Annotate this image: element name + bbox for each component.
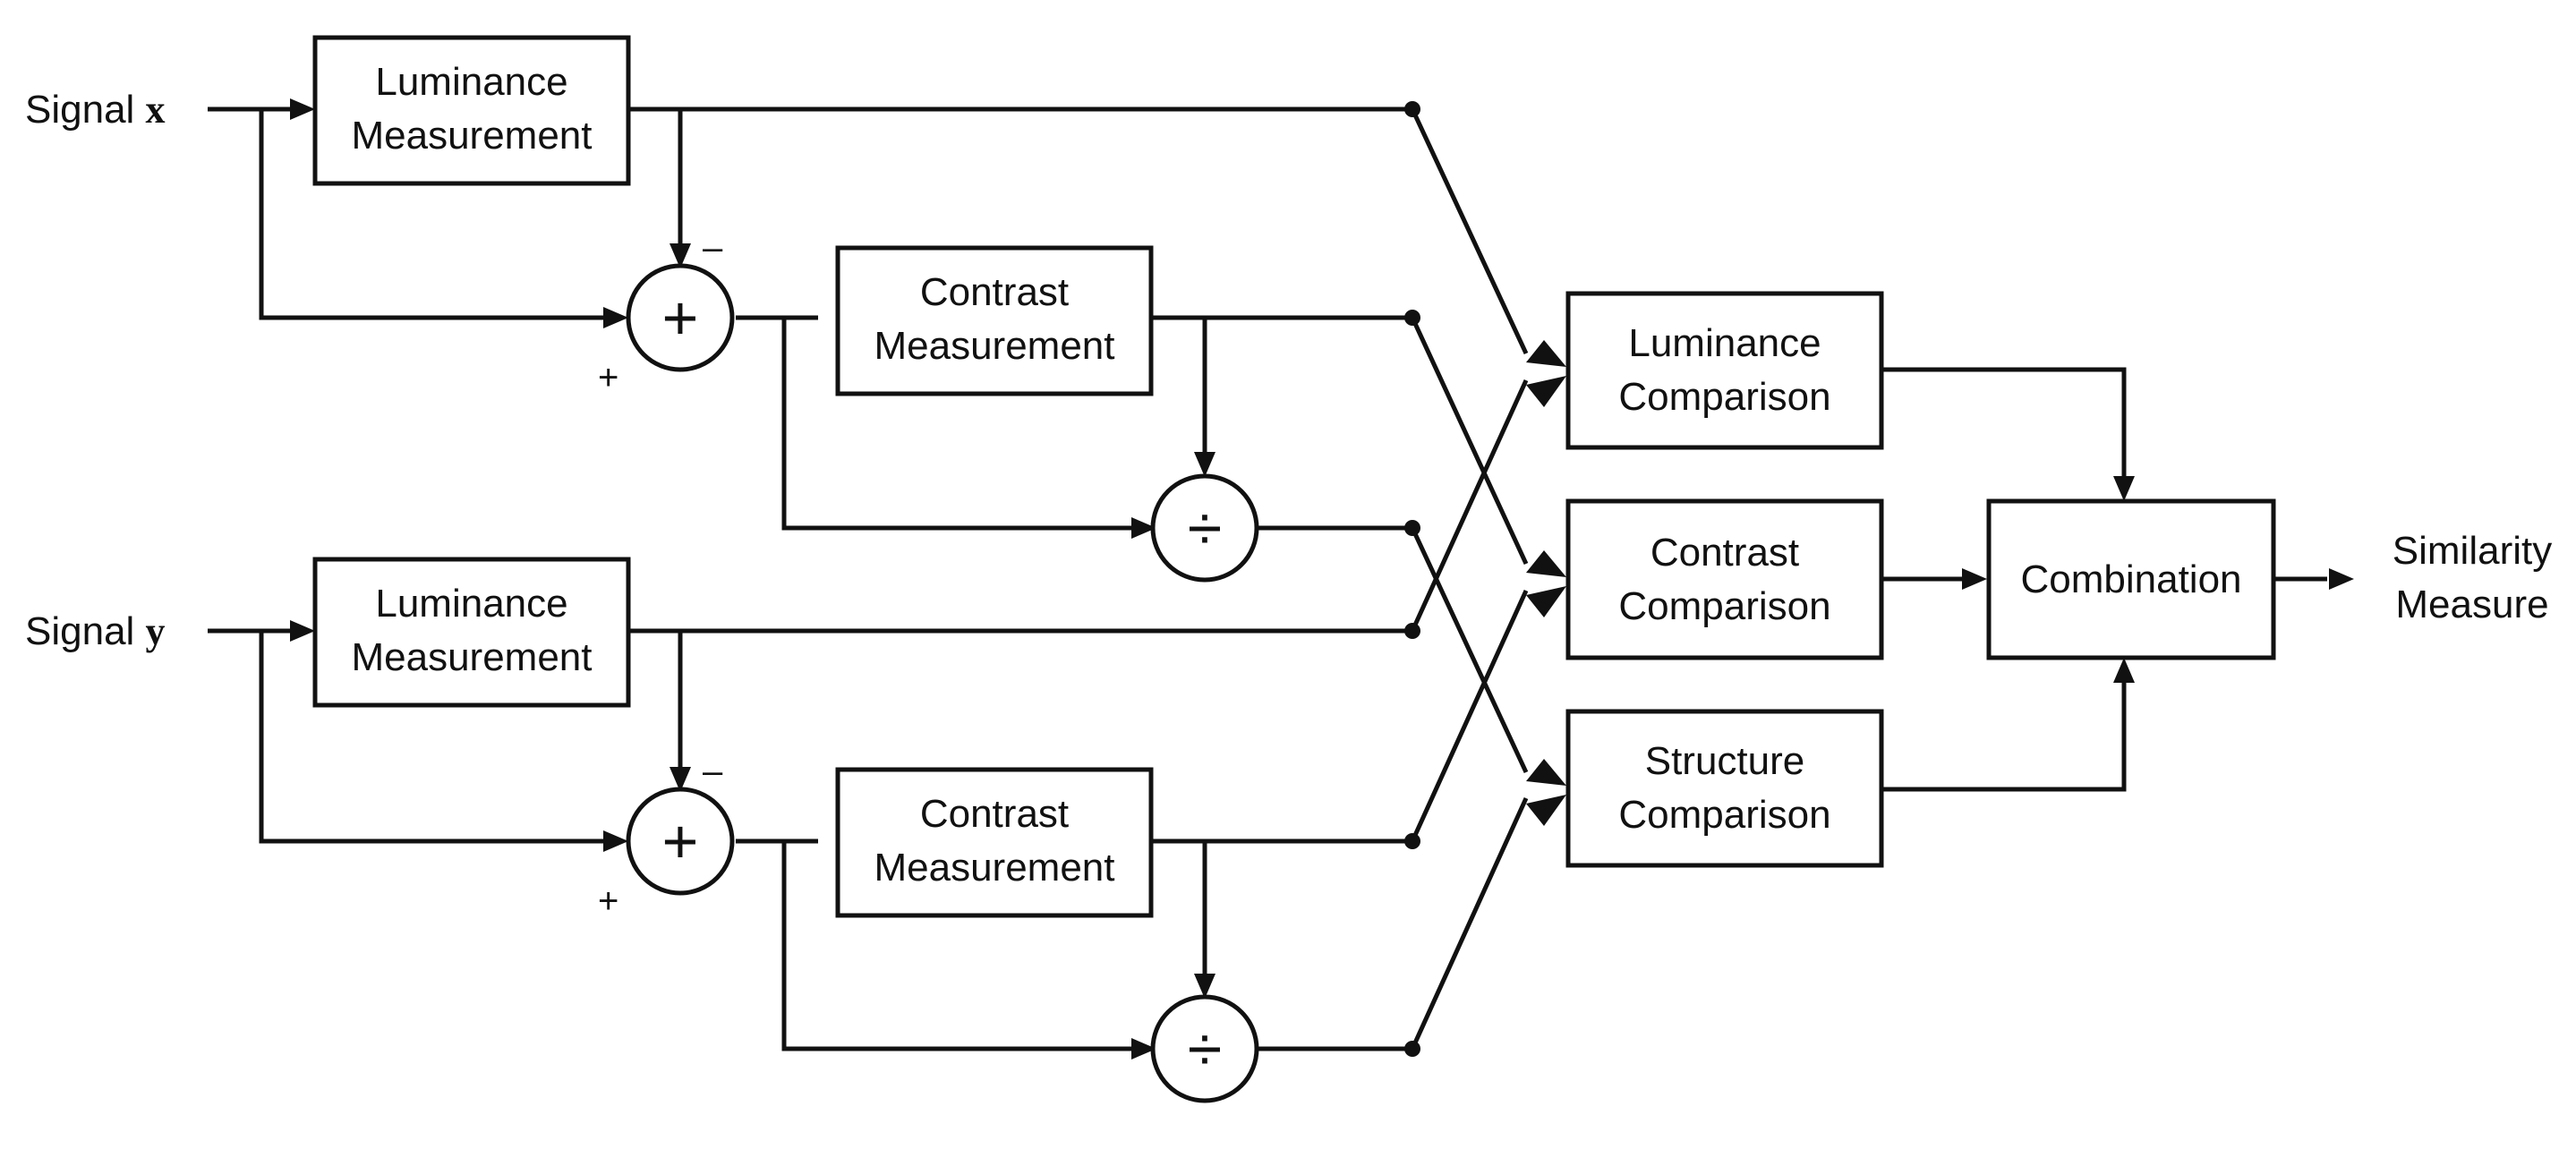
arrowhead [1526, 550, 1566, 577]
arrowhead [1194, 452, 1215, 477]
junction-dot [1404, 310, 1420, 326]
contrast-measurement-y-block: Contrast Measurement [835, 767, 1154, 918]
block-label-line2: Measurement [874, 324, 1114, 368]
wire-str-cmp-to-combination [1881, 676, 2127, 792]
block-label: Combination [2020, 557, 2241, 601]
output-label-line1: Similarity [2393, 529, 2552, 573]
divide-operator-x: ÷ [1150, 473, 1259, 583]
minus-sign-x: – [703, 228, 723, 268]
arrowhead [1526, 795, 1566, 826]
arrowheads [290, 98, 2354, 1060]
block-label-line1: Luminance [375, 582, 567, 626]
divide-symbol: ÷ [1188, 493, 1222, 563]
plus-sign-y: + [598, 881, 618, 921]
arrowhead [1131, 1038, 1156, 1060]
arrowhead [1962, 568, 1987, 590]
block-label-line1: Contrast [920, 792, 1069, 836]
arrowhead [1194, 974, 1215, 999]
plus-sign-x: + [598, 358, 618, 397]
arrowhead [290, 620, 315, 642]
structure-comparison-block: Structure Comparison [1565, 709, 1884, 868]
arrowhead [603, 307, 628, 328]
junction-dot [1404, 101, 1420, 117]
block-label-line2: Comparison [1618, 584, 1830, 628]
combination-block: Combination [1986, 498, 2276, 660]
arrowhead [2113, 658, 2135, 683]
junction-dot [1404, 520, 1420, 536]
block-label-line1: Contrast [920, 270, 1069, 314]
wire-signal-x-to-sum-x [259, 109, 609, 320]
block-label-line2: Comparison [1618, 793, 1830, 837]
signal-x-label: Signal x [25, 88, 166, 132]
wire-sum-x-to-div-x [781, 318, 1137, 531]
contrast-measurement-x-block: Contrast Measurement [835, 245, 1154, 396]
divide-operator-y: ÷ [1150, 994, 1259, 1103]
arrowhead [670, 767, 691, 792]
arrowhead [290, 98, 315, 120]
block-label-line1: Contrast [1651, 531, 1799, 574]
wire-lum-cmp-to-combination [1881, 367, 2127, 483]
wire-lum-y-out [628, 379, 1529, 634]
arrowhead [1526, 340, 1566, 367]
junction-dots [1404, 101, 1420, 1057]
minus-sign-y: – [703, 752, 723, 791]
luminance-comparison-block: Luminance Comparison [1565, 291, 1884, 450]
wire-div-y-out [1255, 796, 1529, 1051]
wire-con-y-out [1152, 589, 1529, 844]
block-label-line2: Measurement [351, 635, 592, 679]
arrowhead [1526, 759, 1566, 786]
junction-dot [1404, 833, 1420, 849]
arrowhead [1131, 517, 1156, 539]
block-label-line2: Comparison [1618, 375, 1830, 419]
block-label-line1: Luminance [1628, 321, 1821, 365]
wire-sum-y-to-div-y [781, 841, 1137, 1051]
block-label-line2: Measurement [351, 114, 592, 157]
arrowhead [2113, 476, 2135, 501]
luminance-measurement-x-block: Luminance Measurement [312, 35, 631, 186]
divide-symbol: ÷ [1188, 1014, 1222, 1084]
luminance-measurement-y-block: Luminance Measurement [312, 557, 631, 708]
contrast-comparison-block: Contrast Comparison [1565, 498, 1884, 660]
arrowhead [1526, 586, 1566, 617]
junction-dot [1404, 1041, 1420, 1057]
plus-symbol: + [662, 806, 699, 876]
signal-y-label: Signal y [25, 609, 166, 653]
plus-symbol: + [662, 283, 699, 353]
block-label-line1: Structure [1645, 739, 1805, 783]
arrowhead [1526, 376, 1566, 407]
block-label-line1: Luminance [375, 60, 567, 104]
junction-dot [1404, 623, 1420, 639]
arrowhead [2329, 568, 2354, 590]
wire-div-x-out [1255, 525, 1529, 774]
block-label-line2: Measurement [874, 846, 1114, 889]
arrowhead [603, 830, 628, 852]
wire-signal-y-to-sum-y [259, 631, 609, 844]
sum-operator-y: + [626, 787, 735, 896]
arrowhead [670, 243, 691, 268]
output-label-line2: Measure [2395, 583, 2548, 626]
sum-operator-x: + [626, 263, 735, 372]
